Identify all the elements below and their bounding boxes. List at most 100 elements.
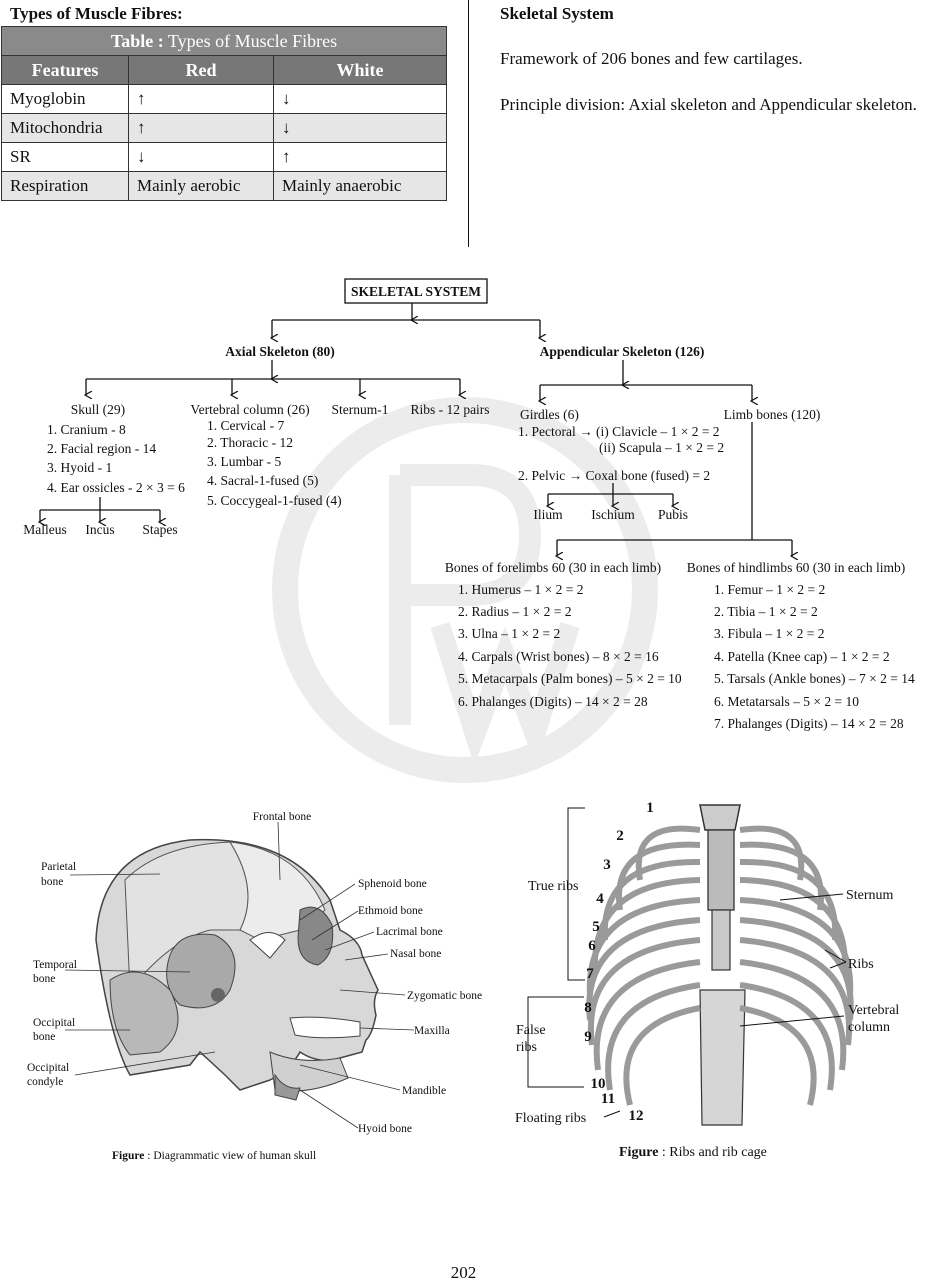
skeletal-system-tree: SKELETAL SYSTEM Axial Skeleton (80) Appe… — [23, 278, 915, 731]
header-red: Red — [128, 55, 274, 85]
label-mandible: Mandible — [402, 1085, 446, 1097]
table-row: Mitochondria ↑ ↓ — [1, 113, 447, 143]
forelimb-item: 6. Phalanges (Digits) – 14 × 2 = 28 — [458, 694, 648, 709]
label-vertebral-column: Vertebral — [848, 1003, 899, 1018]
limb-bones-label: Limb bones (120) — [724, 407, 821, 422]
label-temporal-bone: Temporal — [33, 959, 77, 971]
forelimb-item: 4. Carpals (Wrist bones) – 8 × 2 = 16 — [458, 649, 659, 664]
rib-number: 5 — [592, 919, 600, 935]
rib-number: 9 — [584, 1029, 592, 1045]
skeletal-system-heading: Skeletal System — [500, 4, 614, 23]
label-sphenoid-bone: Sphenoid bone — [358, 878, 427, 890]
label-occipital-bone: Occipital — [33, 1017, 75, 1029]
forelimbs-label: Bones of forelimbs 60 (30 in each limb) — [445, 560, 661, 575]
girdles-label: Girdles (6) — [520, 407, 579, 422]
ossicle-label: Stapes — [142, 522, 177, 537]
table-row: SR ↓ ↑ — [1, 142, 447, 172]
hindlimb-item: 6. Metatarsals – 5 × 2 = 10 — [714, 694, 859, 709]
header-features: Features — [1, 55, 129, 85]
label-zygomatic-bone: Zygomatic bone — [407, 990, 482, 1002]
hindlimb-item: 4. Patella (Knee cap) – 1 × 2 = 2 — [714, 649, 890, 664]
rib-number: 12 — [629, 1108, 644, 1124]
vertebral-column-label: Vertebral column (26) — [190, 402, 309, 417]
rib-number: 11 — [601, 1091, 615, 1107]
rib-number: 4 — [596, 891, 604, 907]
label-floating-ribs: Floating ribs — [515, 1111, 586, 1126]
vertebral-item: 2. Thoracic - 12 — [207, 435, 293, 450]
ribcage-figure-caption: Figure : Ribs and rib cage — [619, 1145, 767, 1160]
label-maxilla: Maxilla — [414, 1025, 450, 1037]
vertebral-item: 4. Sacral-1-fused (5) — [207, 473, 318, 488]
rib-number: 7 — [586, 966, 594, 982]
page-number: 202 — [450, 1263, 477, 1282]
muscle-fibres-table: Table : Types of Muscle Fibres Features … — [1, 26, 447, 201]
label-false-ribs: ribs — [516, 1040, 537, 1055]
label-ethmoid-bone: Ethmoid bone — [358, 905, 423, 917]
label-occipital-bone: bone — [33, 1031, 55, 1043]
label-false-ribs: False — [516, 1023, 546, 1038]
skull-item: 2. Facial region - 14 — [47, 441, 156, 456]
label-temporal-bone: bone — [33, 973, 55, 985]
hindlimbs-label: Bones of hindlimbs 60 (30 in each limb) — [687, 560, 906, 575]
label-sternum: Sternum — [846, 888, 894, 903]
vertebral-item: 5. Coccygeal-1-fused (4) — [207, 493, 342, 508]
label-occipital-condyle: Occipital — [27, 1062, 69, 1074]
hindlimb-item: 5. Tarsals (Ankle bones) – 7 × 2 = 14 — [714, 671, 915, 686]
skull-illustration — [95, 838, 379, 1101]
label-parietal-bone: Parietal — [41, 861, 76, 873]
pelvic-part: Pubis — [658, 507, 688, 522]
table-row: Myoglobin ↑ ↓ — [1, 84, 447, 114]
label-vertebral-column: column — [848, 1020, 890, 1035]
label-true-ribs: True ribs — [528, 879, 578, 894]
anatomy-figures: Frontal bone Parietal bone Sphenoid bone… — [27, 800, 899, 1162]
pelvic-part: Ilium — [533, 507, 563, 522]
pelvic-part: Ischium — [591, 507, 635, 522]
rib-number: 8 — [584, 1000, 592, 1016]
label-lacrimal-bone: Lacrimal bone — [376, 926, 443, 938]
hindlimb-item: 2. Tibia – 1 × 2 = 2 — [714, 604, 818, 619]
label-ribs: Ribs — [848, 957, 874, 972]
hindlimb-item: 3. Fibula – 1 × 2 = 2 — [714, 626, 824, 641]
skull-label: Skull (29) — [71, 402, 125, 417]
rib-number: 2 — [616, 828, 624, 844]
forelimb-item: 5. Metacarpals (Palm bones) – 5 × 2 = 10 — [458, 671, 682, 686]
ribs-label: Ribs - 12 pairs — [410, 402, 489, 417]
ossicle-label: Malleus — [23, 522, 67, 537]
header-white: White — [273, 55, 447, 85]
label-occipital-condyle: condyle — [27, 1076, 63, 1088]
label-parietal-bone: bone — [41, 876, 63, 888]
tree-root: SKELETAL SYSTEM — [351, 284, 481, 299]
label-frontal-bone: Frontal bone — [253, 811, 311, 823]
rib-cage-illustration — [586, 804, 854, 1126]
watermark-logo — [272, 397, 658, 783]
table-caption: Table : Types of Muscle Fibres — [1, 26, 447, 56]
label-nasal-bone: Nasal bone — [390, 948, 441, 960]
framework-paragraph: Framework of 206 bones and few cartilage… — [500, 49, 803, 68]
rib-number: 10 — [591, 1076, 606, 1092]
skull-item: 3. Hyoid - 1 — [47, 460, 112, 475]
column-divider — [468, 0, 469, 247]
axial-skeleton-label: Axial Skeleton (80) — [225, 344, 335, 359]
rib-number: 1 — [646, 800, 654, 816]
label-hyoid-bone: Hyoid bone — [358, 1123, 412, 1135]
rib-number: 3 — [603, 857, 611, 873]
forelimb-item: 3. Ulna – 1 × 2 = 2 — [458, 626, 560, 641]
scapula-label: (ii) Scapula – 1 × 2 = 2 — [599, 440, 724, 455]
skull-figure-caption: Figure : Diagrammatic view of human skul… — [112, 1150, 316, 1162]
ossicle-label: Incus — [85, 522, 114, 537]
table-row: Respiration Mainly aerobic Mainly anaero… — [1, 171, 447, 201]
skull-item: 1. Cranium - 8 — [47, 422, 126, 437]
skull-item: 4. Ear ossicles - 2 × 3 = 6 — [47, 480, 185, 495]
pectoral-label: 1. Pectoral → (i) Clavicle – 1 × 2 = 2 — [518, 424, 720, 439]
forelimb-item: 2. Radius – 1 × 2 = 2 — [458, 604, 571, 619]
rib-number: 6 — [588, 938, 596, 954]
appendicular-skeleton-label: Appendicular Skeleton (126) — [540, 344, 705, 359]
division-paragraph: Principle division: Axial skeleton and A… — [500, 95, 917, 114]
hindlimb-item: 7. Phalanges (Digits) – 14 × 2 = 28 — [714, 716, 904, 731]
vertebral-item: 3. Lumbar - 5 — [207, 454, 281, 469]
pelvic-label: 2. Pelvic → Coxal bone (fused) = 2 — [518, 468, 710, 483]
sternum-label: Sternum-1 — [332, 402, 389, 417]
hindlimb-item: 1. Femur – 1 × 2 = 2 — [714, 582, 825, 597]
forelimb-item: 1. Humerus – 1 × 2 = 2 — [458, 582, 583, 597]
vertebral-item: 1. Cervical - 7 — [207, 418, 284, 433]
